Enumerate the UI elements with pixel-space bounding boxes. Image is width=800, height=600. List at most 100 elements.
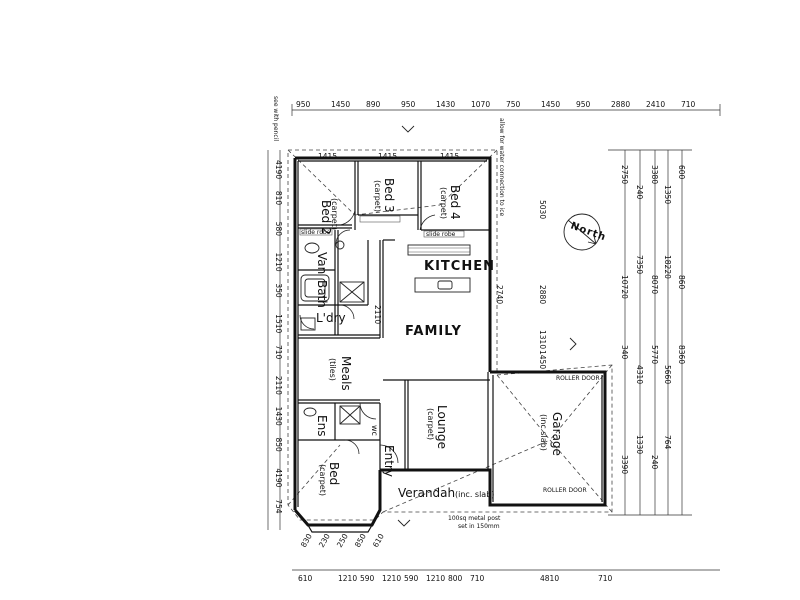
room-bed: Bed xyxy=(327,462,341,485)
room-bed4-floor: (carpet) xyxy=(439,187,448,219)
right-dim-16: 1330 xyxy=(635,435,644,454)
left-dim-11: 754 xyxy=(274,499,283,514)
room-meals-floor: (tiles) xyxy=(328,358,337,381)
right-dim-11: 4310 xyxy=(635,365,644,384)
right-dim-2: 3380 xyxy=(650,165,659,184)
right-dim-9: 860 xyxy=(677,275,686,290)
interior-dim-8: 1415 xyxy=(440,152,459,161)
bottom-dim-4: 590 xyxy=(404,574,419,583)
interior-dim-3: 1450 xyxy=(538,350,547,369)
room-bed-floor: (carpet) xyxy=(318,464,327,496)
right-dim-5: 10720 xyxy=(620,275,629,299)
interior-dim-2: 1310 xyxy=(538,330,547,349)
note-sink: allow for water connection to ice xyxy=(498,118,505,217)
room-ens: Ens xyxy=(315,415,329,436)
note-margin: see with pencil xyxy=(272,96,279,141)
internal-walls xyxy=(298,161,494,502)
top-dim-7: 1450 xyxy=(541,100,560,109)
right-dim-15: 3390 xyxy=(620,455,629,474)
top-dim-6: 750 xyxy=(506,100,521,109)
bottom-dim-2: 590 xyxy=(360,574,375,583)
room-lindry: L'dry xyxy=(316,311,346,325)
room-verandah: Verandah xyxy=(398,486,455,500)
room-bed4: Bed 4 xyxy=(448,185,462,220)
bottom-dim-0: 610 xyxy=(298,574,313,583)
external-walls xyxy=(293,156,607,527)
interior-dim-1: 2880 xyxy=(538,285,547,304)
north-arrow: North xyxy=(563,213,608,251)
north-label: North xyxy=(569,220,608,243)
bottom-dim-5: 1210 xyxy=(426,574,445,583)
right-dim-12: 5770 xyxy=(650,345,659,364)
room-van: Van xyxy=(315,252,329,274)
left-dim-4: 350 xyxy=(274,283,283,298)
bottom-small-dim-4: 610 xyxy=(371,532,386,549)
top-dim-8: 950 xyxy=(576,100,591,109)
bottom-dim-8: 4810 xyxy=(540,574,559,583)
left-dim-7: 2110 xyxy=(274,376,283,395)
room-bed3: Bed 3 xyxy=(382,178,396,213)
room-bed2-floor: (carpet) xyxy=(330,198,339,230)
room-bed3-floor: (carpet) xyxy=(373,180,382,212)
right-dimension-strings: 2750240338013506001072073508070182208603… xyxy=(608,149,692,516)
room-lounge: Lounge xyxy=(435,405,449,449)
bottom-small-dim-2: 250 xyxy=(335,532,350,549)
room-bath: Bath xyxy=(315,280,329,308)
top-dim-2: 890 xyxy=(366,100,381,109)
left-dim-5: 1510 xyxy=(274,314,283,333)
room-garage: Garage xyxy=(550,412,564,456)
right-dim-13: 5660 xyxy=(663,365,672,384)
top-dim-3: 950 xyxy=(401,100,416,109)
top-dim-0: 950 xyxy=(296,100,311,109)
note-post-1: 100sq metal post xyxy=(448,515,501,522)
left-dim-3: 1210 xyxy=(274,253,283,272)
marker-arrows xyxy=(397,125,577,527)
bottom-dim-9: 710 xyxy=(598,574,613,583)
right-dim-8: 18220 xyxy=(663,255,672,279)
top-dim-10: 2410 xyxy=(646,100,665,109)
top-dim-11: 710 xyxy=(681,100,696,109)
right-dim-4: 600 xyxy=(677,165,686,180)
left-dim-8: 1430 xyxy=(274,407,283,426)
room-bed2: Bed 2 xyxy=(319,200,333,235)
right-dim-17: 240 xyxy=(650,455,659,470)
room-wc: wc xyxy=(370,425,379,436)
top-dim-1: 1450 xyxy=(331,100,350,109)
bottom-dim-7: 710 xyxy=(470,574,485,583)
left-dim-6: 710 xyxy=(274,345,283,360)
note-slide-robe-1: slide robe xyxy=(301,229,331,236)
top-dim-4: 1430 xyxy=(436,100,455,109)
left-dim-9: 850 xyxy=(274,438,283,453)
room-meals: Meals xyxy=(339,356,353,391)
bottom-small-dim-3: 850 xyxy=(353,532,368,549)
bottom-dim-6: 800 xyxy=(448,574,463,583)
room-garage-note: (inc slab) xyxy=(539,414,548,451)
left-dim-2: 580 xyxy=(274,222,283,237)
note-post-2: set in 150mm xyxy=(458,523,500,530)
left-dim-0: 4190 xyxy=(274,160,283,179)
bottom-small-dim-0: 830 xyxy=(299,532,314,549)
right-dim-1: 240 xyxy=(635,185,644,200)
doors xyxy=(299,209,436,464)
top-dim-9: 2880 xyxy=(611,100,630,109)
right-dim-3: 1350 xyxy=(663,185,672,204)
note-roller-door-top: ROLLER DOOR xyxy=(556,375,600,382)
room-entry: Entry xyxy=(382,445,396,477)
room-verandah-note: (inc. slab) xyxy=(455,490,494,499)
bottom-small-dim-1: 230 xyxy=(317,532,332,549)
right-dim-0: 2750 xyxy=(620,165,629,184)
room-lounge-floor: (carpet) xyxy=(426,408,435,440)
fixtures xyxy=(299,215,471,533)
interior-dim-4: 2740 xyxy=(495,285,504,304)
left-dimension-string: 4190810580121035015107102110143085041907… xyxy=(267,150,283,530)
interior-dim-0: 5030 xyxy=(538,200,547,219)
right-dim-10: 340 xyxy=(620,345,629,360)
room-kitchen-handwritten: KITCHEN xyxy=(424,259,495,274)
bottom-dim-1: 1210 xyxy=(338,574,357,583)
interior-dim-5: 2110 xyxy=(373,305,382,324)
room-family-handwritten: FAMILY xyxy=(405,324,462,339)
interior-dim-6: 1415 xyxy=(318,152,337,161)
